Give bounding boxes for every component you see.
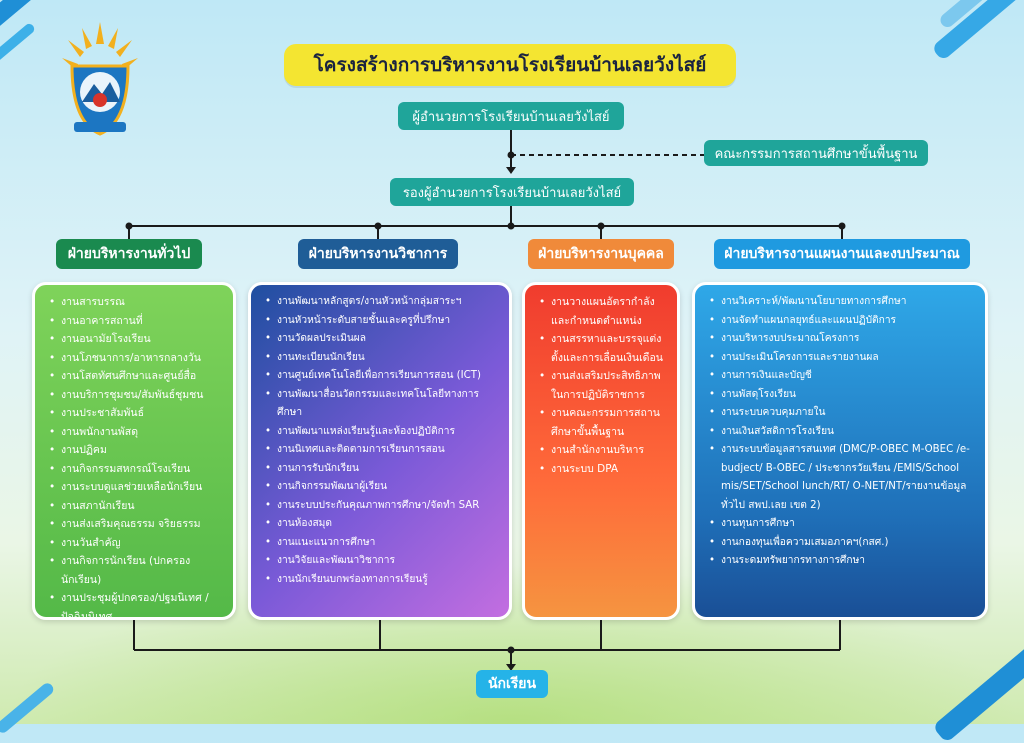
dept-personnel-header: ฝ่ายบริหารงานบุคคล [528,239,674,269]
task-item: งานศูนย์เทคโนโลยีเพื่อการเรียนการสอน (IC… [265,367,499,386]
task-item: งานการรับนักเรียน [265,460,499,479]
dept-budget-header: ฝ่ายบริหารงานแผนงานและงบประมาณ [714,239,970,269]
task-item: งานกิจกรรมสหกรณ์โรงเรียน [49,460,223,479]
task-item: งานทุนการศึกษา [709,515,975,534]
task-item: งานส่งเสริมประสิทธิภาพในการปฏิบัติราชการ [539,367,667,404]
task-item: งานพนักงานพัสดุ [49,423,223,442]
director-box: ผู้อำนวยการโรงเรียนบ้านเลยวังไสย์ [398,102,624,130]
task-item: งานส่งเสริมคุณธรรม จริยธรรม [49,515,223,534]
task-list: งานสารบรรณ งานอาคารสถานที่ งานอนามัยโรงเ… [49,293,223,626]
task-item: งานระดมทรัพยากรทางการศึกษา [709,552,975,571]
task-list: งานวางแผนอัตรากำลังและกำหนดตำแหน่ง งานสร… [539,293,667,478]
task-item: งานประชุมผู้ปกครอง/ปฐมนิเทศ /ปัจฉิมนิเทศ [49,589,223,626]
task-item: งานอาคารสถานที่ [49,312,223,331]
task-item: งานโสตทัศนศึกษาและศูนย์สื่อ [49,367,223,386]
task-item: งานทะเบียนนักเรียน [265,349,499,368]
task-item: งานเงินสวัสดิการโรงเรียน [709,423,975,442]
deputy-director-box: รองผู้อำนวยการโรงเรียนบ้านเลยวังไสย์ [390,178,634,206]
task-item: งานบริหารงบประมาณโครงการ [709,330,975,349]
dept-general-header: ฝ่ายบริหารงานทั่วไป [56,239,202,269]
dept-budget-panel: งานวิเคราะห์/พัฒนานโยบายทางการศึกษา งานจ… [692,282,988,620]
task-item: งานระบบข้อมูลสารสนเทศ (DMC/P-OBEC M-OBEC… [709,441,975,515]
dept-general-panel: งานสารบรรณ งานอาคารสถานที่ งานอนามัยโรงเ… [32,282,236,623]
student-box: นักเรียน [476,670,548,698]
task-item: งานการเงินและบัญชี [709,367,975,386]
task-item: งานกองทุนเพื่อความเสมอภาคฯ(กสศ.) [709,534,975,553]
task-item: งานอนามัยโรงเรียน [49,330,223,349]
page-title: โครงสร้างการบริหารงานโรงเรียนบ้านเลยวังไ… [284,44,736,86]
task-item: งานคณะกรรมการสถานศึกษาขั้นพื้นฐาน [539,404,667,441]
task-item: งานบริการชุมชน/สัมพันธ์ชุมชน [49,386,223,405]
task-item: งานวิเคราะห์/พัฒนานโยบายทางการศึกษา [709,293,975,312]
task-item: งานประชาสัมพันธ์ [49,404,223,423]
org-connector-lines [125,130,846,671]
task-item: งานสำนักงานบริหาร [539,441,667,460]
task-item: งานนักเรียนบกพร่องทางการเรียนรู้ [265,571,499,590]
task-item: งานกิจกรรมพัฒนาผู้เรียน [265,478,499,497]
task-item: งานพัฒนาสื่อนวัตกรรมและเทคโนโลยีทางการศึ… [265,386,499,423]
task-item: งานจัดทำแผนกลยุทธ์และแผนปฏิบัติการ [709,312,975,331]
task-item: งานสารบรรณ [49,293,223,312]
task-item: งานปฏิคม [49,441,223,460]
task-item: งานระบบควบคุมภายใน [709,404,975,423]
task-item: งานกิจการนักเรียน (ปกครองนักเรียน) [49,552,223,589]
task-item: งานวางแผนอัตรากำลังและกำหนดตำแหน่ง [539,293,667,330]
task-item: งานวัดผลประเมินผล [265,330,499,349]
task-item: งานพัฒนาหลักสูตร/งานหัวหน้ากลุ่มสาระฯ [265,293,499,312]
task-item: งานวิจัยและพัฒนาวิชาการ [265,552,499,571]
task-item: งานระบบประกันคุณภาพการศึกษา/จัดทำ SAR [265,497,499,516]
task-item: งานสรรหาและบรรจุแต่งตั้งและการเลื่อนเงิน… [539,330,667,367]
task-list: งานวิเคราะห์/พัฒนานโยบายทางการศึกษา งานจ… [709,293,975,571]
task-item: งานแนะแนวการศึกษา [265,534,499,553]
task-item: งานวันสำคัญ [49,534,223,553]
task-item: งานระบบ DPA [539,460,667,479]
task-item: งานประเมินโครงการและรายงานผล [709,349,975,368]
dept-personnel-panel: งานวางแผนอัตรากำลังและกำหนดตำแหน่ง งานสร… [522,282,680,620]
task-item: งานหัวหน้าระดับสายชั้นและครูที่ปรึกษา [265,312,499,331]
school-logo [60,22,140,142]
task-item: งานห้องสมุด [265,515,499,534]
task-item: งานนิเทศและติดตามการเรียนการสอน [265,441,499,460]
task-list: งานพัฒนาหลักสูตร/งานหัวหน้ากลุ่มสาระฯ งา… [265,293,499,589]
task-item: งานพัฒนาแหล่งเรียนรู้และห้องปฏิบัติการ [265,423,499,442]
task-item: งานระบบดูแลช่วยเหลือนักเรียน [49,478,223,497]
task-item: งานสภานักเรียน [49,497,223,516]
task-item: งานพัสดุโรงเรียน [709,386,975,405]
dept-academic-header: ฝ่ายบริหารงานวิชาการ [298,239,458,269]
task-item: งานโภชนาการ/อาหารกลางวัน [49,349,223,368]
committee-box: คณะกรรมการสถานศึกษาขั้นพื้นฐาน [704,140,928,166]
dept-academic-panel: งานพัฒนาหลักสูตร/งานหัวหน้ากลุ่มสาระฯ งา… [248,282,512,620]
